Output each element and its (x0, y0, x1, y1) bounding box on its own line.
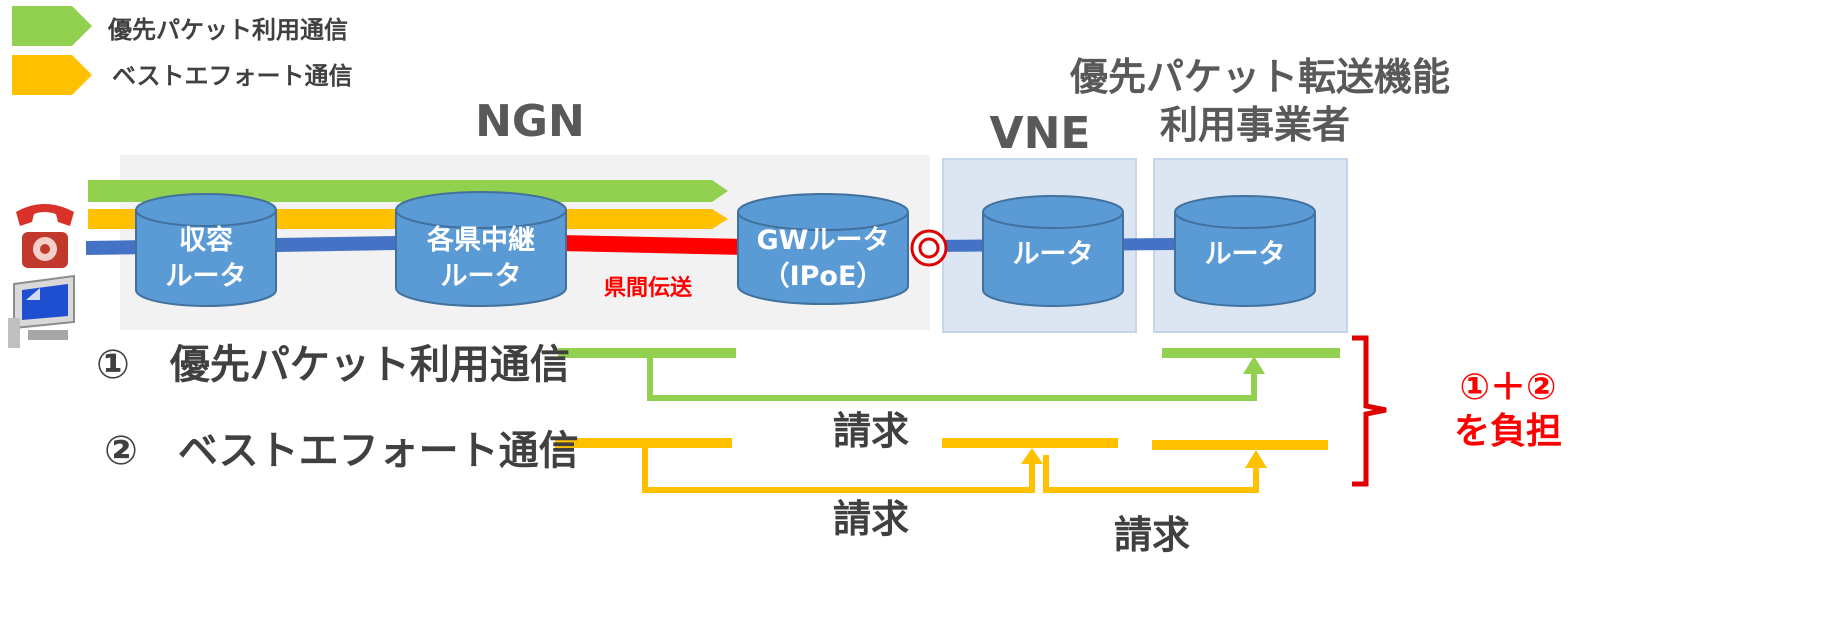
burden-label-line1: ①＋② (1459, 367, 1557, 408)
priority-row-label: ① 優先パケット利用通信 (96, 342, 570, 388)
billing-label-3: 請求 (1114, 513, 1191, 557)
provider-heading-line1: 優先パケット転送機能 (1070, 55, 1451, 99)
access-router-label-line1: 収容 (179, 225, 233, 256)
relay-router-label-line1: 各県中継 (427, 225, 535, 256)
priority-billing-arrowhead (1243, 356, 1265, 374)
vne-router-cylinder (982, 195, 1124, 307)
burden-brace (1352, 335, 1387, 487)
besteffort-row-label: ② ベストエフォート通信 (104, 428, 579, 474)
billing-label-2: 請求 (833, 497, 910, 541)
besteffort-legend-label: ベストエフォート通信 (112, 62, 353, 90)
interconnect-marker-icon (910, 229, 948, 267)
besteffort-billing-arrow-1 (642, 446, 1035, 493)
besteffort-billing-arrow-2 (1043, 455, 1259, 493)
ngn-heading: NGN (475, 96, 585, 147)
besteffort-billing-arrowhead-1 (1021, 448, 1043, 464)
gw-router-cylinder (737, 193, 909, 305)
access-router-label-line2: ルータ (165, 261, 247, 292)
priority-billing-arrow (647, 353, 1257, 401)
interprefecture-line (559, 235, 746, 255)
gw-router-label-line1: GWルータ (756, 225, 890, 256)
burden-label-line2: を負担 (1453, 411, 1562, 452)
gw-router-label-line2: （IPoE） (762, 261, 884, 292)
besteffort-legend-swatch (12, 55, 92, 95)
relay-router-cylinder (395, 191, 567, 307)
priority-legend-label: 優先パケット利用通信 (108, 16, 348, 44)
besteffort-billing-arrowhead-2 (1245, 450, 1267, 468)
provider-heading-line2: 利用事業者 (1159, 103, 1350, 147)
provider-router-cylinder (1174, 195, 1316, 307)
vne-router-label: ルータ (1012, 239, 1094, 270)
billing-label-1: 請求 (833, 409, 910, 453)
priority-legend-swatch (12, 6, 92, 46)
relay-router-label-line2: ルータ (440, 261, 522, 292)
access-router-cylinder (135, 193, 277, 307)
computer-icon (8, 274, 75, 348)
telephone-icon (16, 204, 74, 268)
vne-heading: VNE (989, 108, 1091, 159)
provider-router-label: ルータ (1204, 239, 1286, 270)
interprefecture-label: 県間伝送 (604, 276, 693, 301)
